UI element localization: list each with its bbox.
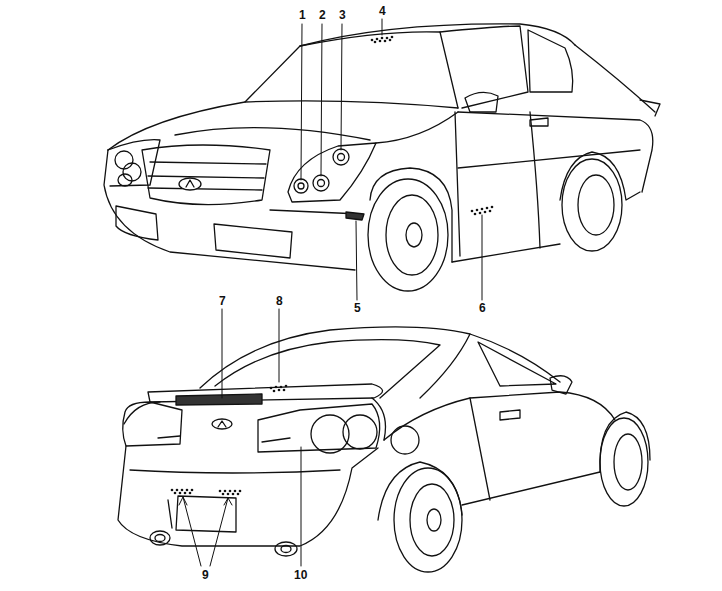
callout-number: 4: [378, 4, 387, 18]
callout-number: 6: [478, 301, 487, 315]
callout-number: 1: [298, 8, 307, 22]
callout-number: 2: [318, 8, 327, 22]
callout-number: 9: [201, 568, 210, 582]
callout-number: 8: [275, 294, 284, 308]
callout-number: 3: [338, 8, 347, 22]
callout-number: 5: [353, 301, 362, 315]
callout-number: 7: [218, 294, 227, 308]
rear-car: [118, 309, 650, 572]
callout-number: 10: [293, 568, 308, 582]
front-car: [104, 19, 660, 300]
